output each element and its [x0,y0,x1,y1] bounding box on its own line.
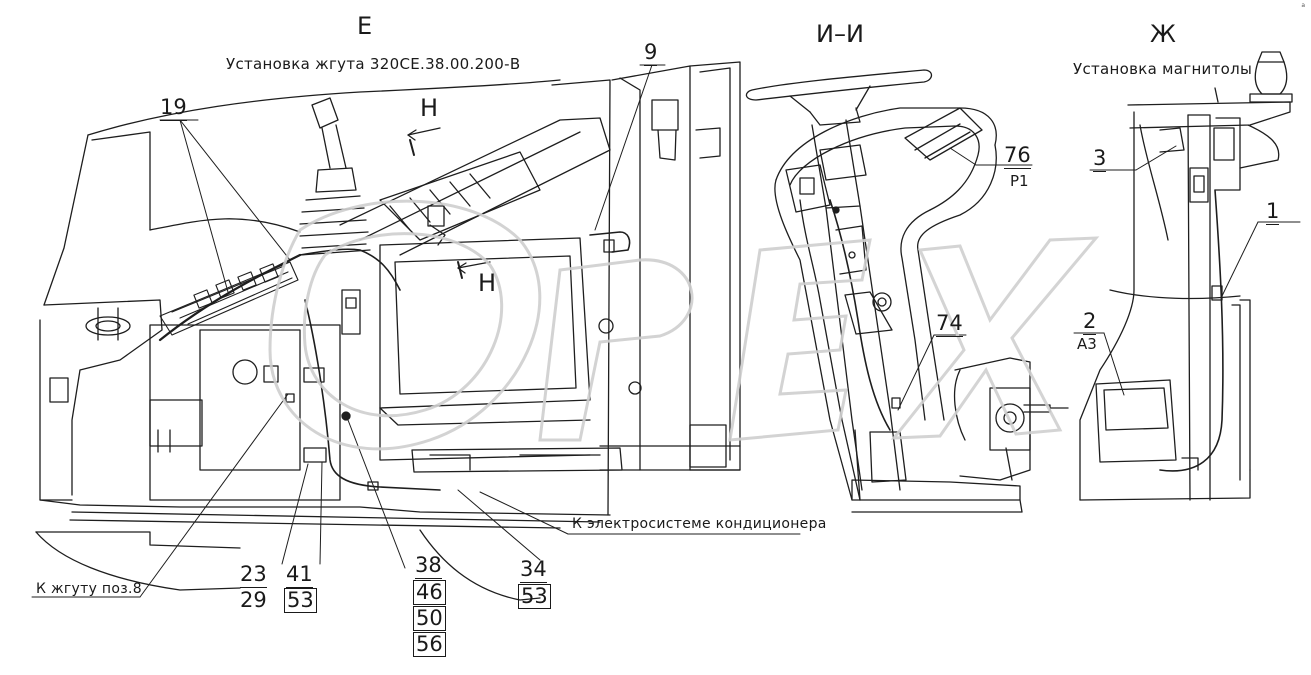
stack-23-top: 23 [240,562,267,588]
stack-38-3: 50 [413,606,446,631]
view-e-letter: Е [357,12,373,40]
view-zh-geometry [1079,51,1293,501]
section-mark-lower: Н [478,269,497,297]
callout-9: 9 [644,40,658,66]
stack-34-bottom: 53 [518,584,551,609]
callout-76: 76 [1004,143,1031,169]
watermark-logo [268,199,1100,451]
callout-74: 74 [936,311,963,337]
section-mark-upper: Н [420,94,439,122]
stack-23-bottom: 29 [240,588,267,612]
view-zh-caption: Установка магнитолы [1073,60,1253,78]
stack-38-1: 38 [415,553,442,579]
stack-41-top: 41 [286,562,313,588]
view-zh-letter: Ж [1150,20,1176,48]
callout-2-sub: А3 [1077,335,1097,353]
view-e-geometry [35,61,741,601]
stack-34-top: 34 [520,557,547,583]
callout-1: 1 [1266,199,1280,225]
callout-3: 3 [1093,146,1107,172]
view-ii-letter: И–И [816,20,864,48]
stack-41-bottom: 53 [284,588,317,613]
view-ii-geometry [745,69,1069,513]
callout-2: 2 [1083,309,1097,335]
view-e-caption: Установка жгута 320CE.38.00.200-В [226,55,521,73]
callout-19: 19 [160,95,187,121]
callout-76-sub: Р1 [1010,172,1029,190]
stack-38-2: 46 [413,580,446,605]
corner-mark: a [1301,2,1305,9]
note-to-harness: К жгуту поз.8 [36,581,142,597]
stack-38-4: 56 [413,632,446,657]
note-to-ac: К электросистеме кондиционера [572,516,827,532]
